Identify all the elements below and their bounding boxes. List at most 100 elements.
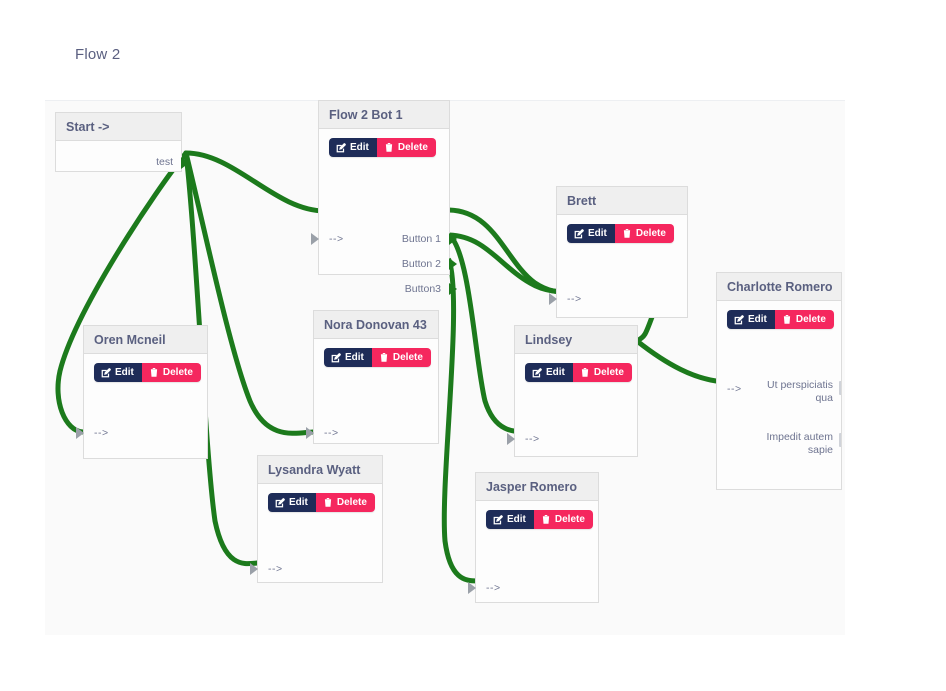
button-row: Edit Delete	[567, 224, 674, 243]
edit-button[interactable]: Edit	[324, 348, 372, 367]
delete-button-label: Delete	[397, 142, 428, 153]
button-row: Edit Delete	[486, 510, 593, 529]
port-arrow-button-3[interactable]	[449, 283, 457, 295]
delete-button[interactable]: Delete	[774, 310, 834, 329]
port-arrow-in-jasper-romero[interactable]	[468, 582, 476, 594]
node-nora-donovan-title: Nora Donovan 43	[314, 311, 438, 339]
edit-button-label: Edit	[748, 314, 767, 325]
button-row: Edit Delete	[268, 493, 375, 512]
edit-button[interactable]: Edit	[268, 493, 316, 512]
trash-icon	[149, 367, 159, 378]
delete-button[interactable]: Delete	[533, 510, 593, 529]
port-tab-charlotte-2[interactable]	[839, 433, 841, 447]
node-brett[interactable]: Brett Edit Delete	[549, 186, 688, 318]
trash-icon	[580, 367, 590, 378]
port-in-lindsey[interactable]: -->	[525, 433, 540, 445]
trash-icon	[622, 228, 632, 239]
edit-icon	[331, 352, 341, 363]
delete-button-label: Delete	[795, 314, 826, 325]
node-jasper-romero-title: Jasper Romero	[476, 473, 598, 501]
port-tab-charlotte-1[interactable]	[839, 381, 841, 395]
edit-button[interactable]: Edit	[329, 138, 377, 157]
edit-button-label: Edit	[507, 514, 526, 525]
trash-icon	[323, 497, 333, 508]
node-brett-title: Brett	[557, 187, 687, 215]
button-row: Edit Delete	[329, 138, 436, 157]
delete-button-label: Delete	[162, 367, 193, 378]
node-lysandra-wyatt[interactable]: Lysandra Wyatt Edit Delete	[250, 455, 383, 583]
delete-button[interactable]: Delete	[141, 363, 201, 382]
node-nora-donovan[interactable]: Nora Donovan 43 Edit Delete	[306, 310, 439, 444]
node-jasper-romero-body: Edit Delete -->	[468, 501, 598, 602]
delete-button-label: Delete	[635, 228, 666, 239]
delete-button[interactable]: Delete	[315, 493, 375, 512]
port-in-oren-mcneil[interactable]: -->	[94, 427, 109, 439]
edit-icon	[493, 514, 503, 525]
node-lindsey[interactable]: Lindsey Edit Delete	[507, 325, 638, 457]
edit-button[interactable]: Edit	[486, 510, 534, 529]
flow-canvas[interactable]: Start -> test Flow 2 Bot 1 Edit	[45, 100, 845, 635]
button-row: Edit Delete	[525, 363, 632, 382]
port-arrow-in-nora-donovan[interactable]	[306, 427, 314, 439]
port-out-start-test[interactable]: test	[156, 156, 173, 168]
trash-icon	[541, 514, 551, 525]
node-start-body: test	[56, 141, 189, 171]
node-charlotte-romero[interactable]: Charlotte Romero Edit Delete	[716, 272, 842, 490]
port-arrow-in-lysandra-wyatt[interactable]	[250, 563, 258, 575]
port-arrow-in-flow2-bot1[interactable]	[311, 233, 319, 245]
delete-button-label: Delete	[554, 514, 585, 525]
node-flow2-bot1-title: Flow 2 Bot 1	[319, 101, 449, 129]
delete-button-label: Delete	[392, 352, 423, 363]
edit-icon	[275, 497, 285, 508]
port-in-brett[interactable]: -->	[567, 293, 582, 305]
port-in-jasper-romero[interactable]: -->	[486, 582, 501, 594]
node-flow2-bot1[interactable]: Flow 2 Bot 1 Edit Delete	[311, 100, 457, 295]
port-in-lysandra-wyatt[interactable]: -->	[268, 563, 283, 575]
page-title: Flow 2	[75, 46, 121, 63]
delete-button[interactable]: Delete	[371, 348, 431, 367]
port-arrow-in-oren-mcneil[interactable]	[76, 427, 84, 439]
node-lindsey-title: Lindsey	[515, 326, 637, 354]
port-in-nora-donovan[interactable]: -->	[324, 427, 339, 439]
port-arrow-in-lindsey[interactable]	[507, 433, 515, 445]
delete-button[interactable]: Delete	[572, 363, 632, 382]
port-arrow-button-2[interactable]	[449, 258, 457, 270]
node-brett-body: Edit Delete -->	[549, 215, 687, 317]
edit-icon	[532, 367, 542, 378]
flow-header-panel: Flow 2	[45, 26, 845, 101]
trash-icon	[384, 142, 394, 153]
node-start[interactable]: Start -> test	[55, 112, 189, 172]
button-row: Edit Delete	[727, 310, 834, 329]
port-arrow-in-brett[interactable]	[549, 293, 557, 305]
node-oren-mcneil[interactable]: Oren Mcneil Edit Delete	[76, 325, 208, 459]
edit-button[interactable]: Edit	[727, 310, 775, 329]
node-charlotte-romero-title: Charlotte Romero	[717, 273, 841, 301]
node-lindsey-body: Edit Delete -->	[507, 354, 637, 456]
port-out-button-3[interactable]: Button3	[404, 283, 441, 295]
port-arrow-button-1[interactable]	[449, 233, 457, 245]
delete-button[interactable]: Delete	[376, 138, 436, 157]
port-out-button-2[interactable]: Button 2	[401, 258, 441, 270]
edit-button[interactable]: Edit	[525, 363, 573, 382]
port-in-flow2-bot1[interactable]: -->	[329, 233, 344, 245]
port-out-button-1[interactable]: Button 1	[401, 233, 441, 245]
port-in-charlotte-romero[interactable]: -->	[727, 383, 742, 395]
wire-start-to-bot	[183, 150, 328, 214]
delete-button[interactable]: Delete	[614, 224, 674, 243]
port-out-charlotte-1[interactable]: Ut perspiciatis qua	[767, 379, 833, 404]
port-out-charlotte-2[interactable]: Impedit autem sapie	[766, 431, 833, 456]
edit-button[interactable]: Edit	[567, 224, 615, 243]
edit-icon	[574, 228, 584, 239]
edit-button[interactable]: Edit	[94, 363, 142, 382]
port-arrow-start-test[interactable]	[181, 157, 189, 169]
edit-button-label: Edit	[289, 497, 308, 508]
node-lysandra-wyatt-body: Edit Delete -->	[250, 484, 382, 582]
node-jasper-romero[interactable]: Jasper Romero Edit Delete	[468, 472, 599, 603]
wire-button2-to-brett	[446, 232, 576, 295]
button-row: Edit Delete	[94, 363, 201, 382]
button-row: Edit Delete	[324, 348, 431, 367]
delete-button-label: Delete	[336, 497, 367, 508]
delete-button-label: Delete	[593, 367, 624, 378]
edit-button-label: Edit	[588, 228, 607, 239]
